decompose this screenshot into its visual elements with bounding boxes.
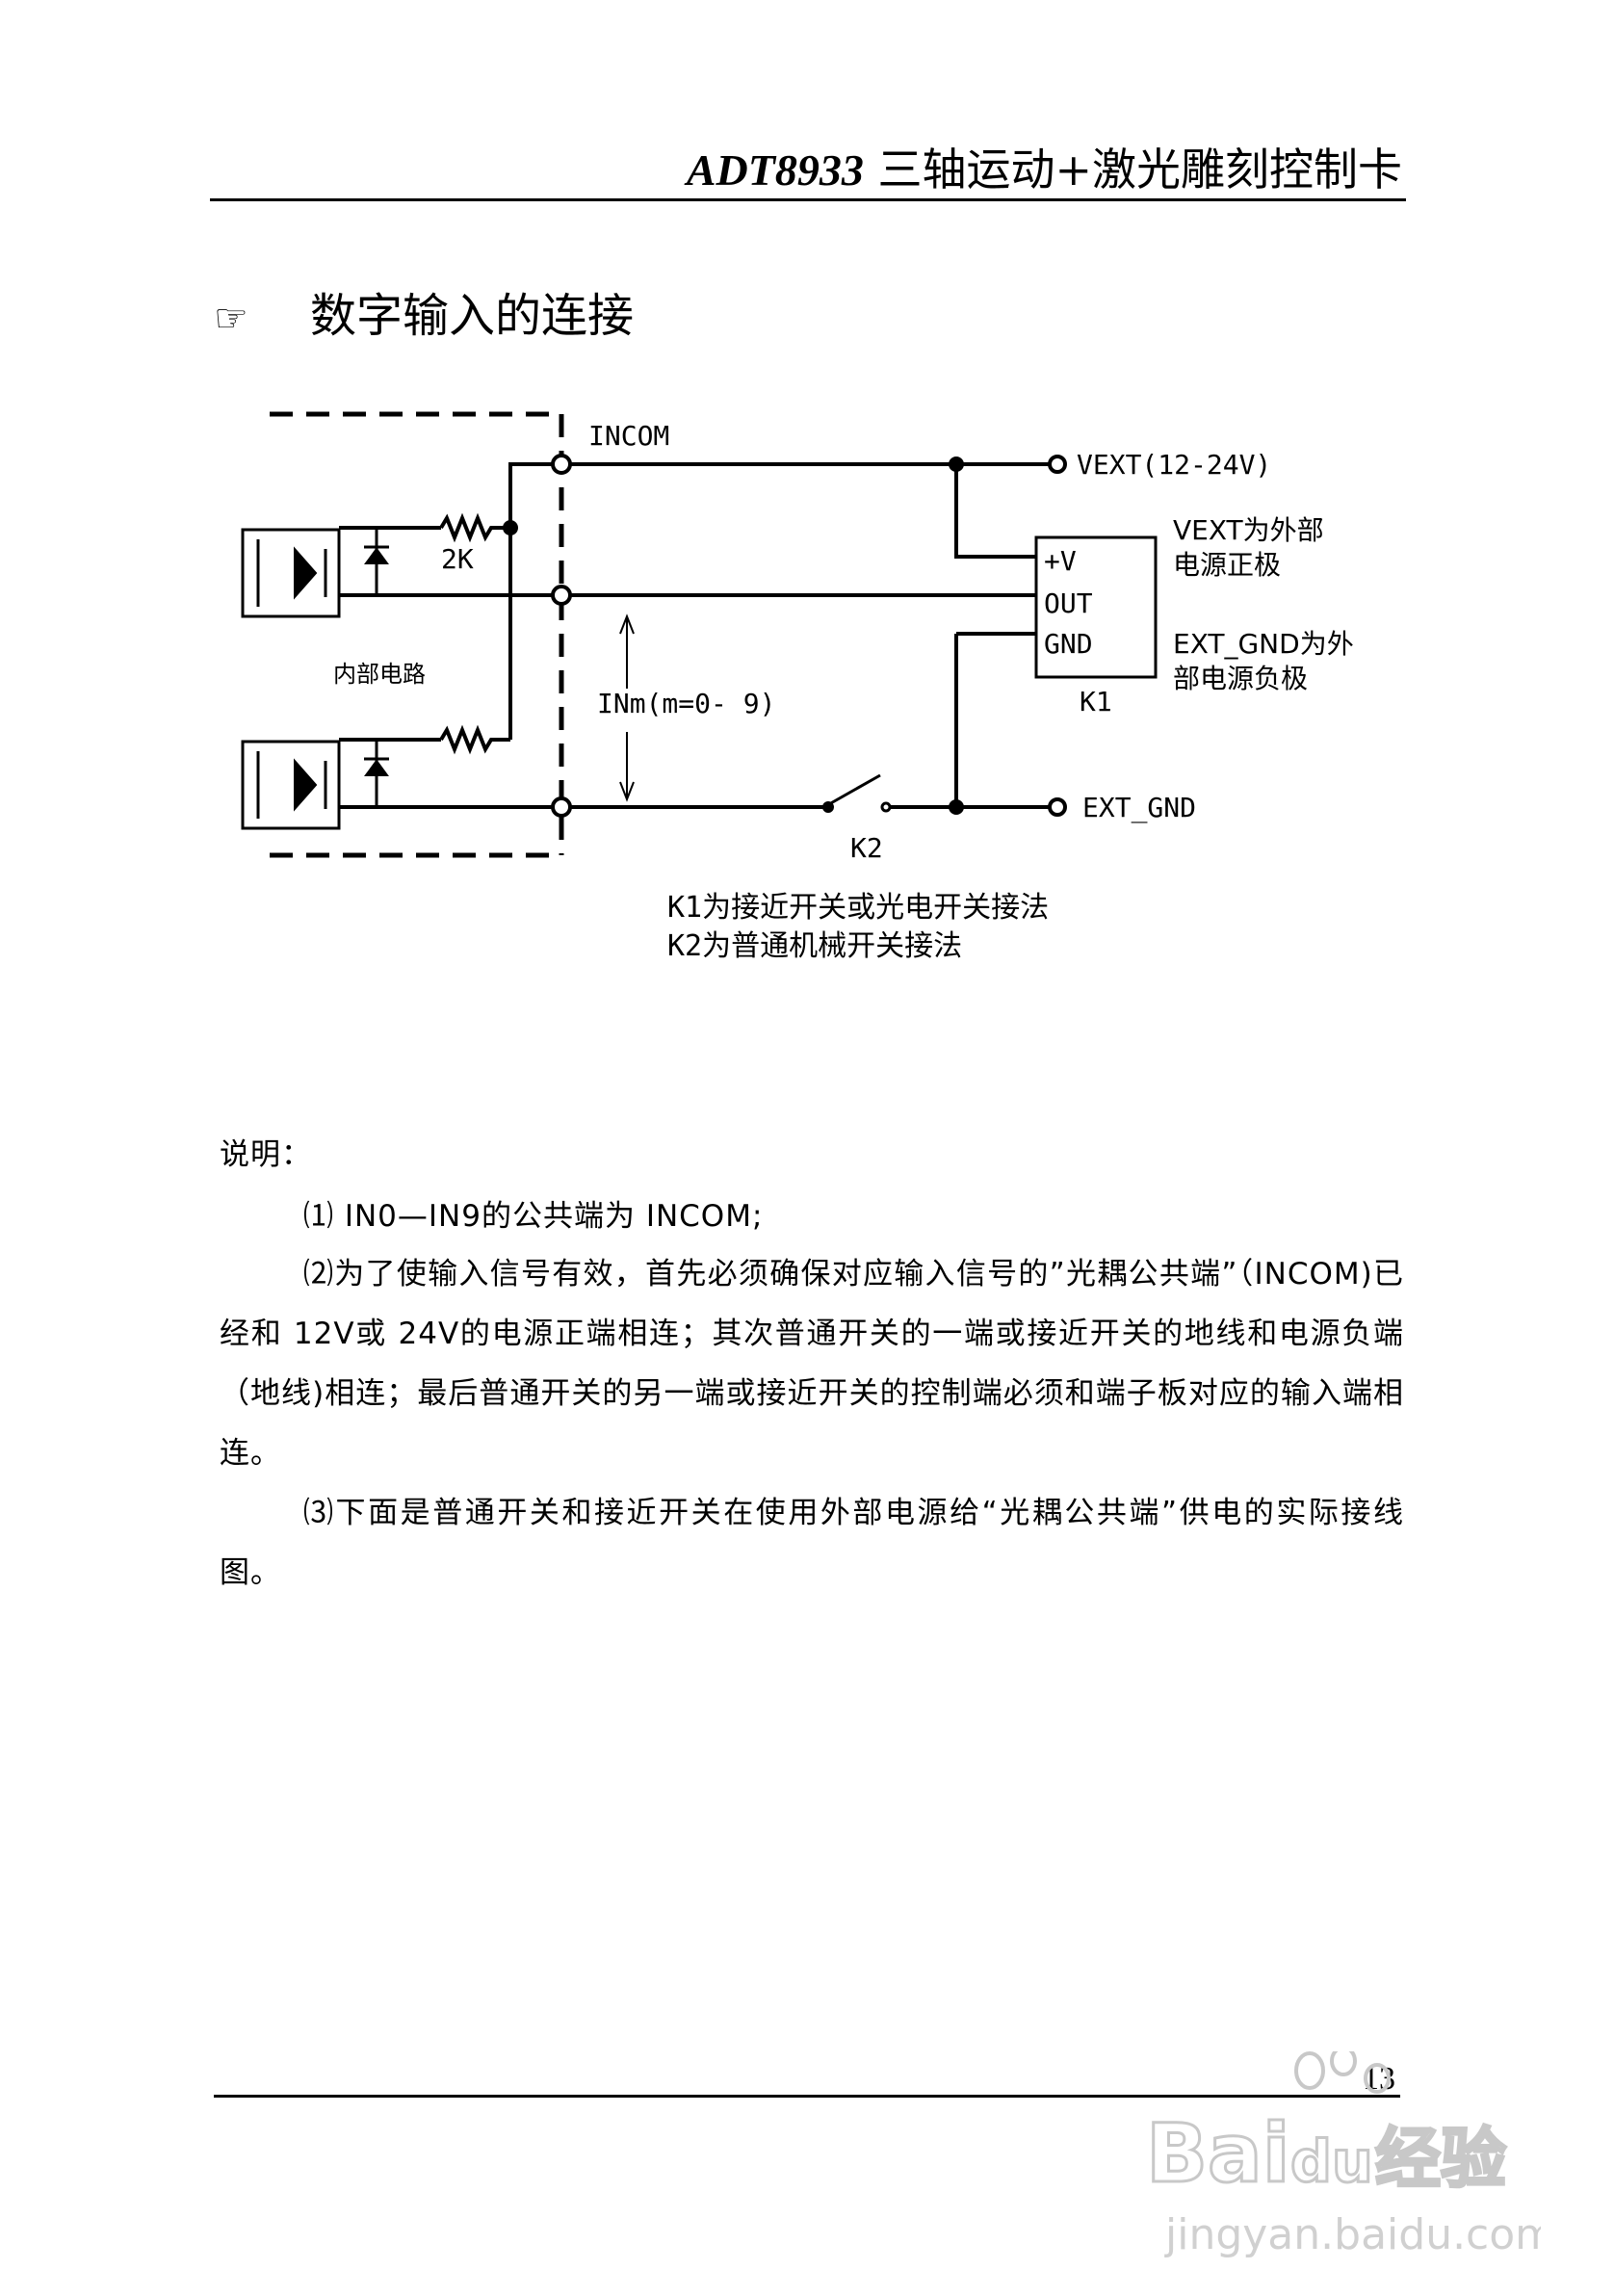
k1-pin-gnd: GND [1044,628,1093,660]
caption-2: K2为普通机械开关接法 [667,929,962,963]
note-item-3: ⑶下面是普通开关和接近开关在使用外部电源给“光耦公共端”供电的实际接线图。 [220,1496,1404,1590]
section-heading: ☞ 数字输入的连接 [214,277,634,345]
baidu-watermark: Bai du 经验 jingyan.baidu.com [1145,2051,1541,2259]
k1-pin-out: OUT [1044,587,1093,619]
pointing-hand-icon: ☞ [214,297,248,341]
circuit-diagram: INCOM VEXT(12-24V) VEXT为外部 电源正极 EXT_GND为… [241,411,1354,963]
label-k2: K2 [850,832,883,864]
watermark-jingyan: 经验 [1375,2122,1506,2198]
footer-rule [214,2095,1400,2098]
note-item-2: ⑵为了使输入信号有效，首先必须确保对应输入信号的”光耦公共端”（INCOM)已经… [220,1257,1404,1471]
label-vext-desc-1: VEXT为外部 [1173,514,1324,546]
label-vext: VEXT(12-24V) [1077,449,1271,481]
label-incom: INCOM [588,420,669,452]
label-ext-gnd-desc-2: 部电源负极 [1173,663,1308,694]
label-internal-circuit: 内部电路 [333,661,426,688]
label-ext-gnd-desc-1: EXT_GND为外 [1173,628,1354,660]
header-title-text: 三轴运动+激光雕刻控制卡 [863,144,1402,196]
header-model: ADT8933 [686,145,864,195]
caption-1: K1为接近开关或光电开关接法 [667,891,1049,925]
section-heading-text: 数字输入的连接 [310,289,635,343]
label-ext-gnd: EXT_GND [1082,792,1196,824]
running-header: ADT8933 三轴运动+激光雕刻控制卡 [687,135,1402,198]
watermark-url: jingyan.baidu.com [1164,2210,1541,2259]
label-resistor: 2K [441,543,474,575]
note-item-1: ⑴ IN0—IN9的公共端为 INCOM; [303,1199,764,1234]
watermark-bai: Bai [1146,2106,1290,2201]
notes-label: 说明： [220,1137,312,1172]
header-rule [210,198,1406,201]
k1-pin-v: +V [1044,545,1077,577]
watermark-du: du [1290,2128,1373,2196]
label-k1: K1 [1080,686,1112,718]
label-vext-desc-2: 电源正极 [1173,549,1281,581]
label-inm: INm(m=0- 9) [597,688,775,719]
